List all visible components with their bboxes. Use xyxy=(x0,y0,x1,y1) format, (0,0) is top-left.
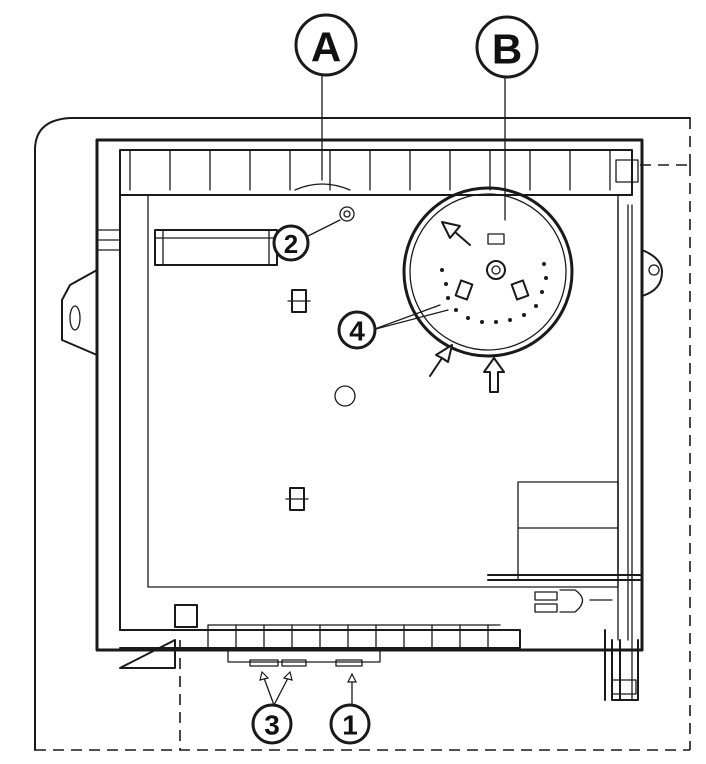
callout-1-label: 1 xyxy=(342,710,358,741)
callout-1: 1 xyxy=(329,703,371,745)
callout-a: A xyxy=(294,13,358,77)
rotation-arrow-icon xyxy=(441,221,471,246)
callout-4-label: 4 xyxy=(349,316,365,347)
callout-b-label: B xyxy=(492,26,522,73)
callout-2: 2 xyxy=(272,224,310,262)
callout-3-label: 3 xyxy=(264,710,280,741)
cabinet-outline xyxy=(34,117,691,751)
up-arrow-icon xyxy=(483,357,505,393)
terminal-strip xyxy=(119,604,521,669)
leader-lines xyxy=(259,69,506,706)
connector-block xyxy=(154,229,278,266)
housing-frame xyxy=(61,138,663,701)
callout-3: 3 xyxy=(251,703,293,745)
callout-4: 4 xyxy=(337,310,377,350)
timer-dial xyxy=(402,186,574,393)
mounting-clips xyxy=(285,206,356,511)
callout-2-label: 2 xyxy=(284,229,298,259)
callout-a-label: A xyxy=(311,24,341,71)
callout-b: B xyxy=(475,15,539,79)
dial-dots xyxy=(440,262,548,324)
diagonal-arrow-icon xyxy=(429,344,453,377)
